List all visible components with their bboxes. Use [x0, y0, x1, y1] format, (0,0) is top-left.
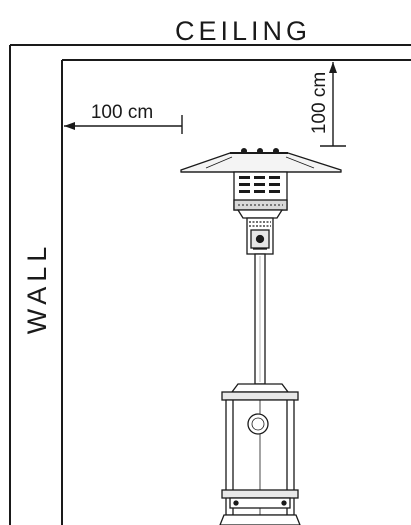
- burner-screen: [233, 171, 288, 211]
- patio-heater: [180, 147, 342, 525]
- burner-neck: [236, 209, 284, 219]
- heater-post: [254, 253, 266, 385]
- wall-clearance-dimension: [64, 115, 183, 134]
- ceiling-distance-label: 100 cm: [309, 72, 330, 134]
- wall-dimension-arrowhead: [64, 122, 75, 130]
- reflector-hood: [180, 147, 342, 173]
- ceiling-clearance-dimension: [320, 62, 346, 147]
- ceiling-label: CEILING: [175, 16, 311, 46]
- wall-distance-label: 100 cm: [91, 102, 153, 123]
- valve-housing: [246, 217, 274, 255]
- wall-label: WALL: [22, 242, 52, 335]
- tank-housing: [219, 383, 301, 525]
- ceiling-dimension-arrowhead: [329, 62, 337, 73]
- room-outline: [9, 44, 411, 525]
